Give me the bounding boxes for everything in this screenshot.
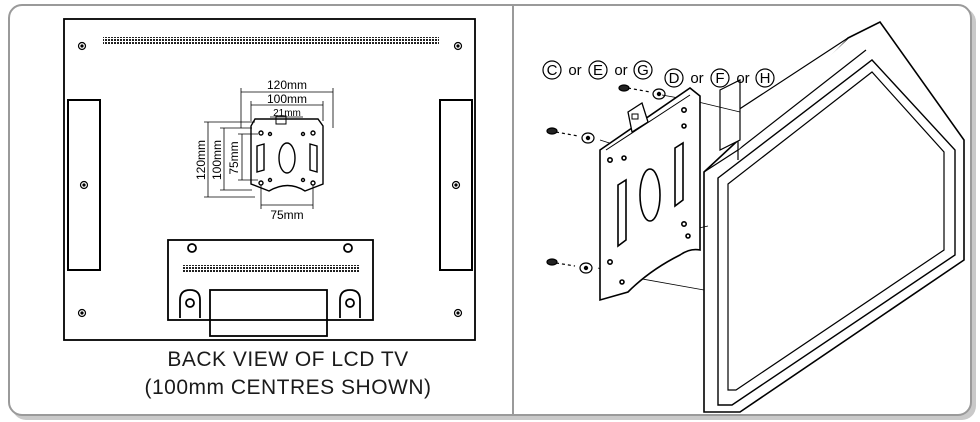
dim-bottom-75: 75mm — [270, 208, 303, 222]
dim-left-100: 100mm — [210, 140, 224, 180]
label-or-2: or — [614, 62, 627, 79]
dim-left-75: 75mm — [227, 141, 241, 174]
label-c: C — [547, 62, 558, 79]
corner-screws — [77, 41, 463, 318]
screw-part-label: C or E or G — [542, 60, 653, 80]
caption-line-1: BACK VIEW OF LCD TV — [167, 348, 409, 371]
label-or-1: or — [568, 62, 581, 79]
top-vent — [103, 37, 439, 45]
label-e: E — [593, 62, 603, 79]
dim-top-120: 120mm — [267, 78, 307, 92]
label-g: G — [637, 62, 649, 79]
panel-divider — [512, 4, 514, 416]
label-or-3: or — [690, 70, 703, 87]
screws-and-washers — [546, 84, 666, 274]
label-or-4: or — [736, 70, 749, 87]
vesa-plate — [250, 115, 324, 192]
dim-left-120: 120mm — [194, 140, 208, 180]
tv-side-view — [703, 20, 965, 413]
dimension-labels: 120mm 100mm 21mm 120mm 100mm 75mm 75mm — [194, 78, 307, 222]
washer-part-label: D or F or H — [664, 68, 775, 88]
bracket-plate — [599, 87, 701, 302]
label-h: H — [760, 70, 771, 87]
label-d: D — [669, 70, 680, 87]
tv-back-outline — [63, 18, 476, 341]
dim-top-100: 100mm — [267, 92, 307, 106]
left-handle — [67, 99, 101, 271]
dimension-lines — [204, 88, 334, 209]
stand-box — [167, 239, 374, 337]
label-f: F — [715, 70, 724, 87]
dim-top-21: 21mm — [273, 108, 301, 119]
caption-line-2: (100mm CENTRES SHOWN) — [144, 376, 432, 399]
right-handle — [439, 99, 473, 271]
tv-back-view — [63, 18, 476, 341]
mounting-exploded-view — [546, 20, 965, 413]
